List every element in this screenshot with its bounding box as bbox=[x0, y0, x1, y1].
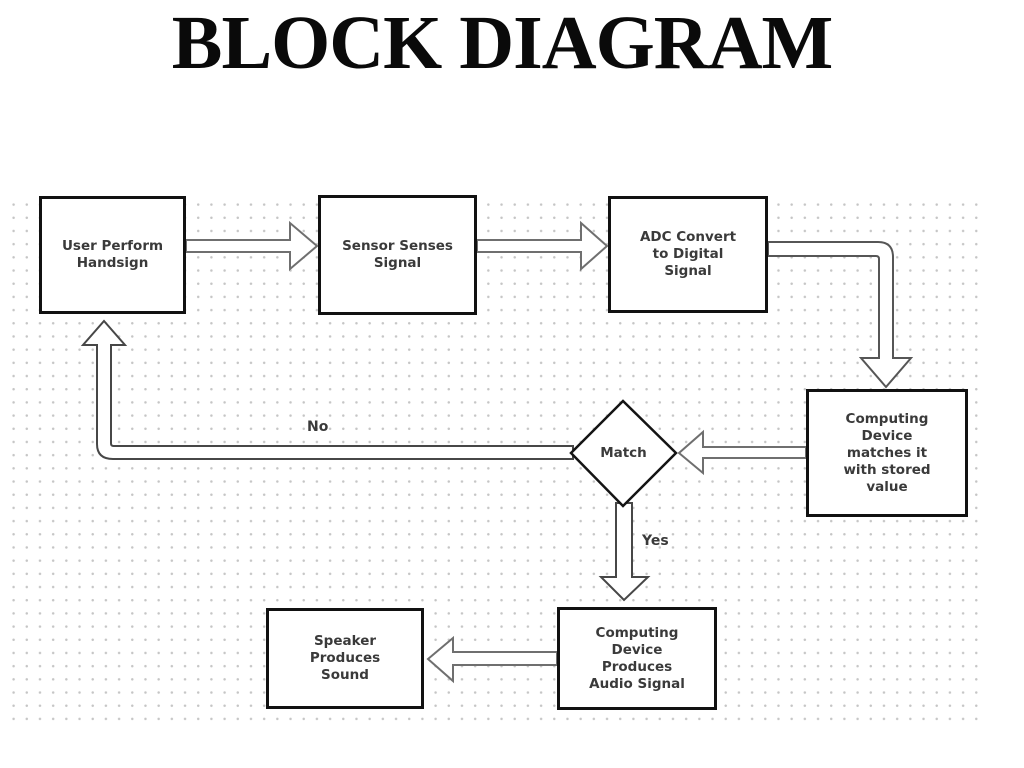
node-computing-device-audio: Computing Device Produces Audio Signal bbox=[557, 607, 717, 710]
node-speaker-produces-sound: Speaker Produces Sound bbox=[266, 608, 424, 709]
arrow-no-branch bbox=[80, 319, 574, 460]
node-sensor-senses-signal: Sensor Senses Signal bbox=[318, 195, 477, 315]
node-adc-convert-digital: ADC Convert to Digital Signal bbox=[608, 196, 768, 313]
arrow-sensor-to-adc bbox=[476, 220, 609, 272]
arrow-yes-branch bbox=[598, 502, 651, 602]
decision-diamond bbox=[569, 399, 678, 508]
arrow-user-to-sensor bbox=[185, 220, 319, 272]
page-title: BLOCK DIAGRAM bbox=[171, 1, 833, 85]
node-label: Computing Device matches it with stored … bbox=[843, 410, 931, 495]
arrow-audio-to-speaker bbox=[426, 635, 558, 684]
node-label: Sensor Senses Signal bbox=[342, 238, 453, 271]
node-label: User Perform Handsign bbox=[61, 238, 164, 271]
node-label: ADC Convert to Digital Signal bbox=[639, 229, 737, 279]
arrow-matcher-to-decision bbox=[677, 429, 807, 476]
node-computing-device-matches: Computing Device matches it with stored … bbox=[806, 389, 968, 517]
decision-label: Match bbox=[600, 445, 647, 461]
edge-label-yes: Yes bbox=[642, 533, 669, 549]
arrow-adc-to-matcher bbox=[767, 241, 914, 389]
node-label: Computing Device Produces Audio Signal bbox=[589, 624, 685, 692]
node-label: Speaker Produces Sound bbox=[309, 633, 381, 683]
edge-label-no: No bbox=[307, 419, 329, 435]
node-user-perform-handsign: User Perform Handsign bbox=[39, 196, 186, 314]
